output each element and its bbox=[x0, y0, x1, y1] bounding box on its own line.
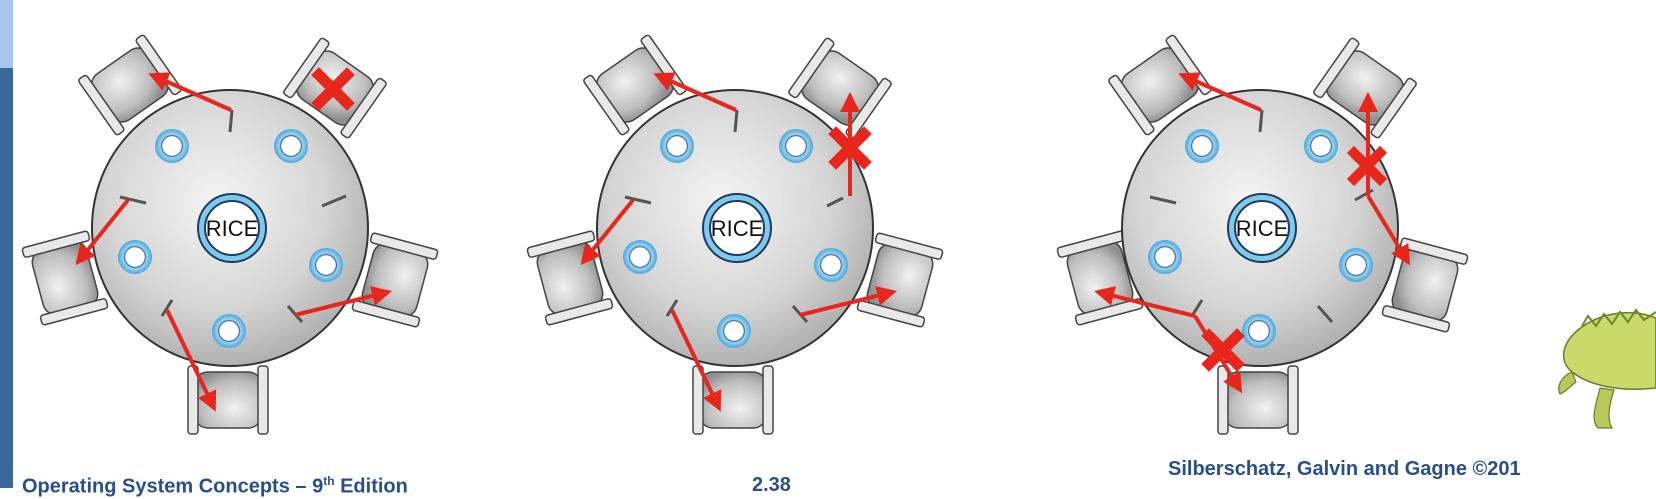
bowl-icon bbox=[1148, 240, 1182, 274]
chopstick-icon bbox=[321, 194, 347, 208]
x-mark-icon bbox=[828, 126, 872, 170]
sidebar-accent-light bbox=[0, 0, 13, 68]
arrow bbox=[75, 198, 130, 266]
chair-icon bbox=[78, 34, 182, 136]
chair-icon bbox=[1313, 37, 1417, 139]
book-title-pre: Operating System Concepts – 9 bbox=[22, 475, 324, 498]
arrow bbox=[653, 72, 737, 112]
arrow bbox=[1094, 286, 1196, 318]
bowl-icon bbox=[717, 314, 751, 348]
chopstick-icon bbox=[1190, 299, 1204, 317]
bowl-icon bbox=[1185, 129, 1219, 163]
bowl-icon bbox=[1242, 314, 1276, 348]
chopstick-icon bbox=[160, 299, 174, 317]
bowl-icon bbox=[623, 240, 657, 274]
bowl-icon bbox=[118, 240, 152, 274]
diagram-3: RICE bbox=[1056, 34, 1469, 435]
chopstick-icon bbox=[119, 195, 147, 205]
bowl-icon bbox=[155, 129, 189, 163]
arrow bbox=[1366, 194, 1411, 266]
authors-copyright: Silberschatz, Galvin and Gagne ©201 bbox=[1168, 458, 1521, 480]
chair-icon bbox=[692, 365, 774, 435]
chopstick-icon bbox=[228, 109, 234, 133]
x-mark-icon bbox=[1346, 145, 1388, 187]
center-label: RICE bbox=[711, 216, 764, 241]
chopstick-icon bbox=[1258, 109, 1264, 133]
x-mark-icon bbox=[311, 67, 355, 111]
book-title: Operating System Concepts – 9th Edition bbox=[22, 474, 408, 499]
chopstick-icon bbox=[665, 299, 679, 317]
chair-icon bbox=[1381, 237, 1469, 333]
chopstick-icon bbox=[1149, 195, 1177, 205]
arrow bbox=[670, 309, 722, 412]
book-title-sup: th bbox=[323, 474, 335, 488]
diagram-2: RICE bbox=[526, 34, 944, 435]
chopstick-icon bbox=[826, 196, 844, 208]
arrow bbox=[799, 286, 897, 317]
bowl-icon bbox=[274, 129, 308, 163]
arrow bbox=[165, 309, 217, 412]
bowl-icon bbox=[779, 129, 813, 163]
dinosaur-logo-icon bbox=[1558, 308, 1656, 429]
arrow bbox=[580, 198, 635, 266]
bowl-icon bbox=[1339, 248, 1373, 282]
sidebar-accent-dark bbox=[0, 68, 13, 488]
page-number: 2.38 bbox=[752, 474, 791, 496]
bowl-icon bbox=[1304, 129, 1338, 163]
bowl-icon bbox=[212, 314, 246, 348]
chopstick-icon bbox=[624, 195, 652, 205]
bowl-icon bbox=[660, 129, 694, 163]
book-title-post: Edition bbox=[334, 475, 408, 498]
x-mark-icon bbox=[1201, 328, 1245, 372]
rice-bowl-icon: RICE bbox=[702, 193, 772, 263]
chair-icon bbox=[1108, 34, 1212, 136]
diagram-1: RICE bbox=[21, 34, 439, 435]
center-label: RICE bbox=[206, 216, 259, 241]
chair-icon bbox=[187, 365, 269, 435]
arrow bbox=[148, 72, 232, 112]
rice-bowl-icon: RICE bbox=[197, 193, 267, 263]
arrow bbox=[294, 286, 392, 317]
bowl-icon bbox=[309, 248, 343, 282]
chopstick-icon bbox=[733, 109, 739, 133]
bowl-icon bbox=[814, 248, 848, 282]
chopstick-icon bbox=[1316, 305, 1334, 323]
dining-philosophers-figure: RICE bbox=[21, 34, 1656, 435]
rice-bowl-icon: RICE bbox=[1227, 193, 1297, 263]
center-label: RICE bbox=[1236, 216, 1289, 241]
arrow bbox=[1178, 72, 1262, 112]
